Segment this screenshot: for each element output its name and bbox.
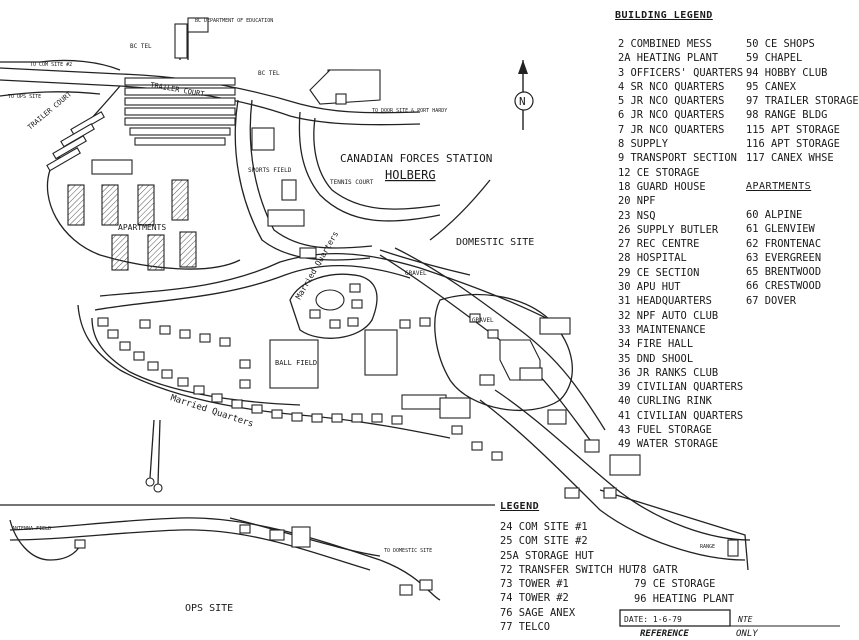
building-legend-item: 5 JR NCO QUARTERS xyxy=(618,95,725,108)
building-legend-item: 115 APT STORAGE xyxy=(746,123,840,136)
gravel-label: GRAVEL xyxy=(405,270,427,277)
building-legend-item: 97 TRAILER STORAGE xyxy=(746,95,859,108)
ops-legend-item: 76 SAGE ANEX xyxy=(500,606,576,619)
bc-tel-label-2: BC TEL xyxy=(258,70,280,77)
building-legend-item: 116 APT STORAGE xyxy=(746,138,840,151)
building-legend-item: 28 HOSPITAL xyxy=(618,252,687,265)
apartment-legend-item: 66 CRESTWOOD xyxy=(746,280,822,293)
building-legend-item: 39 CIVILIAN QUARTERS xyxy=(618,381,744,394)
building-legend-item: 36 JR RANKS CLUB xyxy=(618,366,719,379)
building-legend-item: 32 NPF AUTO CLUB xyxy=(618,309,719,322)
building-legend-item: 4 SR NCO QUARTERS xyxy=(618,80,725,93)
building-legend-item: 29 CE SECTION xyxy=(618,266,700,279)
building-legend-item: 31 HEADQUARTERS xyxy=(618,295,712,308)
station-title: CANADIAN FORCES STATION xyxy=(340,152,492,165)
ops-legend-item: 24 COM SITE #1 xyxy=(500,521,588,533)
to-door-site-label: TO DOOR SITE & PORT HARDY xyxy=(372,108,447,114)
building-legend-item: 94 HOBBY CLUB xyxy=(746,66,828,79)
dept-education-label: BC DEPARTMENT OF EDUCATION xyxy=(195,18,273,24)
building-legend-item: 20 NPF xyxy=(618,195,656,208)
trailer-court-rows xyxy=(46,77,236,172)
building-legend-item: 41 CIVILIAN QUARTERS xyxy=(618,409,744,422)
ops-legend-item: 73 TOWER #1 xyxy=(500,578,569,591)
to-ops-site-label: TO OPS SITE xyxy=(8,94,41,100)
reference-label: REFERENCE xyxy=(640,629,689,639)
building-legend-item: 26 SUPPLY BUTLER xyxy=(618,223,719,236)
building-legend-item: 33 MAINTENANCE xyxy=(618,323,706,336)
central-buildings xyxy=(174,17,641,499)
apartment-legend-item: 61 GLENVIEW xyxy=(746,223,815,236)
reference-box: DATE: 1-6-79 NTE REFERENCE ONLY xyxy=(619,609,840,639)
building-legend-item: 98 RANGE BLDG xyxy=(746,109,828,122)
to-com-site-label: TO COM SITE #2 xyxy=(30,62,72,68)
antenna-field-label: ANTENNA FIELD xyxy=(12,526,51,532)
station-name: HOLBERG xyxy=(385,168,436,182)
building-legend-item: 7 JR NCO QUARTERS xyxy=(618,123,725,136)
only-label: ONLY xyxy=(736,629,758,639)
north-label: N xyxy=(519,95,526,108)
building-legend-item: 2A HEATING PLANT xyxy=(618,52,719,65)
ops-legend-item: 74 TOWER #2 xyxy=(500,592,569,605)
range-label: RANGE xyxy=(700,544,715,550)
building-legend-item: 35 DND SHOOL xyxy=(618,352,694,365)
married-quarters-houses xyxy=(97,283,503,461)
building-legend-item: 117 CANEX WHSE xyxy=(746,152,834,165)
building-legend-item: 12 CE STORAGE xyxy=(618,166,700,179)
building-legend-item: 95 CANEX xyxy=(746,80,797,93)
apartment-legend-item: 63 EVERGREEN xyxy=(746,251,822,264)
ops-legend-title: LEGEND xyxy=(500,501,540,512)
ops-legend-item: 25 COM SITE #2 xyxy=(500,535,588,548)
building-legend-item: 40 CURLING RINK xyxy=(618,395,712,408)
ops-legend-item: 78 GATR xyxy=(634,564,678,576)
date-box: DATE: 1-6-79 xyxy=(624,615,682,624)
tennis-court-label: TENNIS COURT xyxy=(330,179,374,186)
to-domestic-site-label: TO DOMESTIC SITE xyxy=(384,548,432,554)
ops-legend-item: 96 HEATING PLANT xyxy=(634,592,735,605)
sports-field-label: SPORTS FIELD xyxy=(248,167,292,174)
apartment-legend-item: 60 ALPINE xyxy=(746,209,803,221)
ops-legend-item: 77 TELCO xyxy=(500,621,551,634)
building-legend-item: 3 OFFICERS' QUARTERS xyxy=(618,66,744,79)
apartment-legend-item: 62 FRONTENAC xyxy=(746,237,822,250)
building-legend-item: 27 REC CENTRE xyxy=(618,238,700,251)
apartment-legend-item: 65 BRENTWOOD xyxy=(746,266,822,279)
apartments-legend-title: APARTMENTS xyxy=(746,181,812,192)
building-legend-item: 49 WATER STORAGE xyxy=(618,438,719,451)
apartments-label: APARTMENTS xyxy=(118,223,166,232)
building-legend-item: 8 SUPPLY xyxy=(618,138,669,151)
apartment-buildings xyxy=(67,159,197,271)
building-legend-item: 23 NSQ xyxy=(618,209,656,222)
building-legend-item: 30 APU HUT xyxy=(618,281,681,294)
building-legend-item: 2 COMBINED MESS xyxy=(618,38,712,50)
building-legend-item: 50 CE SHOPS xyxy=(746,38,815,50)
building-legend-item: 59 CHAPEL xyxy=(746,52,803,65)
apartment-legend-item: 67 DOVER xyxy=(746,294,797,307)
ops-site-label: OPS SITE xyxy=(185,603,233,614)
north-arrow: N xyxy=(514,60,534,130)
bc-tel-label: BC TEL xyxy=(130,43,152,50)
domestic-site-label: DOMESTIC SITE xyxy=(456,237,534,248)
building-legend-item: 9 TRANSPORT SECTION xyxy=(618,152,737,165)
building-legend-title: BUILDING LEGEND xyxy=(615,10,713,21)
ops-legend-item: 25A STORAGE HUT xyxy=(500,549,594,562)
ops-site-buildings xyxy=(74,419,739,596)
building-legend-item: 43 FUEL STORAGE xyxy=(618,424,712,437)
building-legend-item: 6 JR NCO QUARTERS xyxy=(618,109,725,122)
nte-label: NTE xyxy=(737,615,753,624)
gravel-label-2: GRAVEL xyxy=(472,317,494,324)
ball-field-label: BALL FIELD xyxy=(275,359,317,367)
ops-legend-item: 79 CE STORAGE xyxy=(634,578,716,591)
building-legend-item: 34 FIRE HALL xyxy=(618,338,694,351)
building-legend-item: 18 GUARD HOUSE xyxy=(618,180,706,193)
ops-legend-item: 72 TRANSFER SWITCH HUT xyxy=(500,563,638,576)
